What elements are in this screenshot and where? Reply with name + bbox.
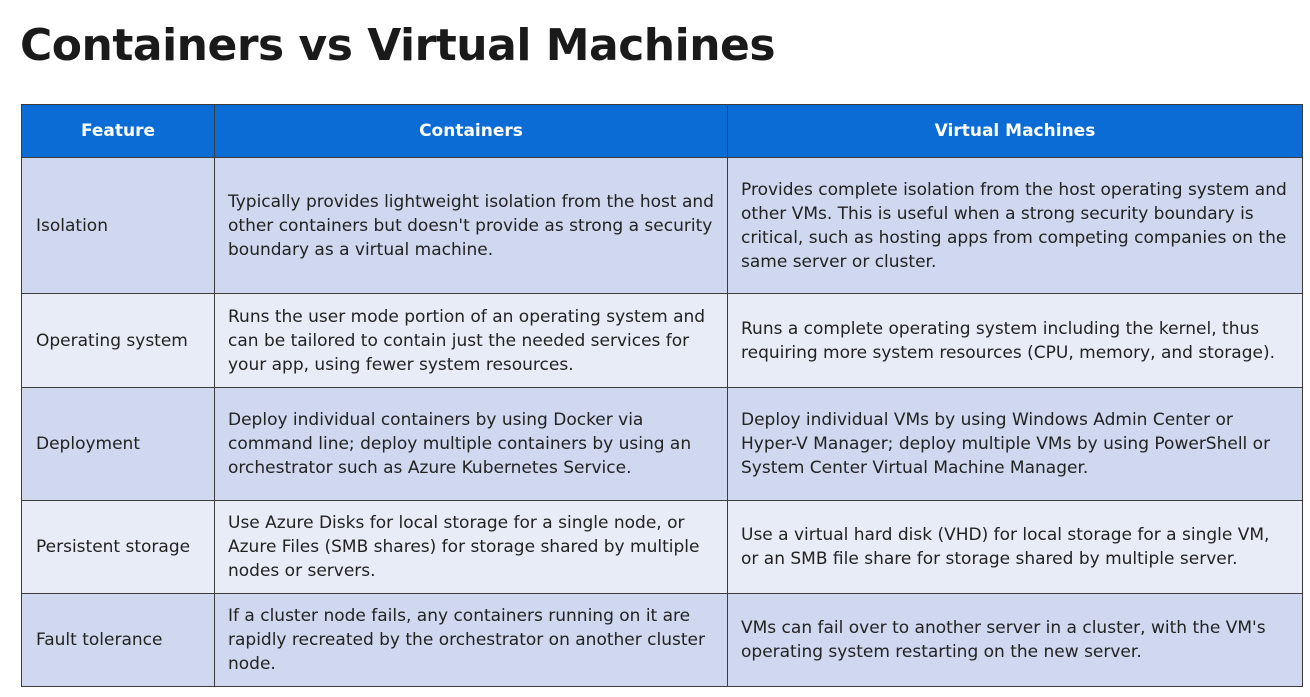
vms-cell: Runs a complete operating system includi… <box>727 293 1303 388</box>
containers-cell: Deploy individual containers by using Do… <box>214 387 728 501</box>
header-virtual-machines: Virtual Machines <box>727 104 1303 158</box>
header-containers: Containers <box>214 104 728 158</box>
page-title: Containers vs Virtual Machines <box>20 20 776 71</box>
vms-cell: Provides complete isolation from the hos… <box>727 157 1303 294</box>
table-row: Deployment Deploy individual containers … <box>21 387 1303 501</box>
feature-cell: Deployment <box>21 387 215 501</box>
table-row: Persistent storage Use Azure Disks for l… <box>21 500 1303 594</box>
containers-cell: Use Azure Disks for local storage for a … <box>214 500 728 594</box>
vms-cell: Use a virtual hard disk (VHD) for local … <box>727 500 1303 594</box>
containers-cell: If a cluster node fails, any containers … <box>214 593 728 687</box>
header-feature: Feature <box>21 104 215 158</box>
feature-cell: Fault tolerance <box>21 593 215 687</box>
table-row: Operating system Runs the user mode port… <box>21 293 1303 388</box>
comparison-table: Feature Containers Virtual Machines Isol… <box>21 104 1303 687</box>
table-row: Isolation Typically provides lightweight… <box>21 157 1303 294</box>
table-header-row: Feature Containers Virtual Machines <box>21 104 1303 158</box>
table-row: Fault tolerance If a cluster node fails,… <box>21 593 1303 687</box>
vms-cell: Deploy individual VMs by using Windows A… <box>727 387 1303 501</box>
feature-cell: Operating system <box>21 293 215 388</box>
containers-cell: Typically provides lightweight isolation… <box>214 157 728 294</box>
feature-cell: Persistent storage <box>21 500 215 594</box>
vms-cell: VMs can fail over to another server in a… <box>727 593 1303 687</box>
feature-cell: Isolation <box>21 157 215 294</box>
containers-cell: Runs the user mode portion of an operati… <box>214 293 728 388</box>
